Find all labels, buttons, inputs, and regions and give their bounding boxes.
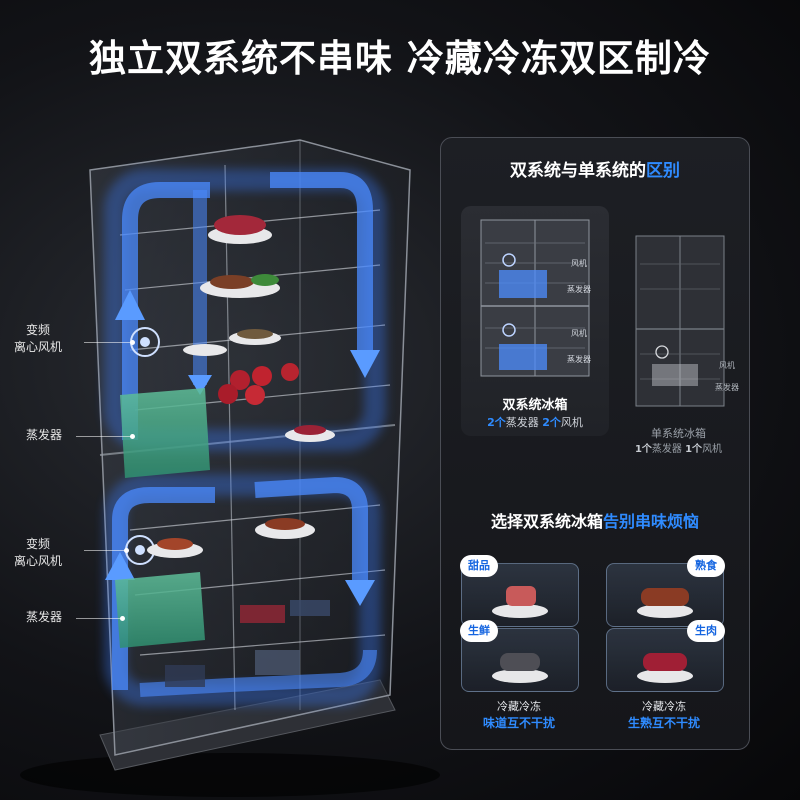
- cooked-plate: [637, 604, 693, 618]
- cooked-food-box: 熟食: [606, 555, 725, 627]
- dessert-tag: 甜品: [460, 555, 498, 577]
- single-system-name: 单系统冰箱: [651, 427, 706, 440]
- benefit-title-plain: 选择双系统冰箱: [490, 512, 603, 531]
- dual-spec-item1: 蒸发器: [505, 416, 539, 429]
- dual-system-name: 双系统冰箱: [502, 398, 568, 413]
- callout-upper-fan-line2: 离心风机: [14, 340, 63, 354]
- floor-shadow: [20, 753, 440, 797]
- evaporator-lower: [115, 572, 205, 648]
- dual-spec-item2: 风机: [560, 416, 583, 429]
- callout-lower-fan: 变频 离心风机: [14, 536, 62, 570]
- single-system-fridge-icon: [635, 235, 725, 407]
- dual-system-fridge-icon: [480, 219, 590, 377]
- callout-lower-evap-dot: [120, 616, 125, 621]
- dual-system-card: 风机 蒸发器 风机 蒸发器 双系统冰箱 2个蒸发器 2个风机: [461, 206, 609, 436]
- callout-lower-fan-pointer: [84, 550, 126, 551]
- seafood-box: 生鲜: [460, 620, 579, 692]
- seafood-plate: [492, 669, 548, 683]
- dessert-box: 甜品: [460, 555, 579, 627]
- dual-spec-count2: 2个: [542, 416, 561, 429]
- dual-spec-count1: 2个: [487, 416, 506, 429]
- single-fan-label: 风机: [719, 361, 735, 370]
- dual-fan-label-top: 风机: [571, 259, 587, 268]
- headline: 独立双系统不串味 冷藏冷冻双区制冷: [89, 37, 711, 80]
- raw-meat-plate: [637, 669, 693, 683]
- callout-upper-evap-dot: [130, 434, 135, 439]
- raw-meat-box: 生肉: [606, 620, 725, 692]
- callout-lower-fan-line2: 离心风机: [14, 554, 63, 568]
- benefit-title-highlight: 告别串味烦恼: [603, 512, 700, 531]
- evaporator-upper: [120, 388, 210, 478]
- left-caption-bottom: 味道互不干扰: [482, 716, 555, 730]
- callout-lower-evaporator: 蒸发器: [26, 610, 63, 624]
- fridge-illustration: 变频 离心风机 蒸发器 变频 离心风机 蒸发器: [0, 110, 440, 800]
- single-spec-item1: 蒸发器: [651, 444, 682, 455]
- callout-lower-fan-line1: 变频: [26, 537, 51, 551]
- dual-evap-label-top: 蒸发器: [567, 285, 591, 294]
- callout-upper-fan-pointer: [84, 342, 132, 343]
- callout-lower-evap-pointer: [76, 618, 122, 619]
- callout-upper-fan-line1: 变频: [26, 323, 51, 337]
- comparison-panel: 双系统与单系统的区别 风机 蒸发器 风机 蒸发器 双系统冰箱 2个蒸发器 2个风…: [440, 137, 750, 750]
- single-evap-label: 蒸发器: [715, 383, 739, 392]
- dual-fan-label-bottom: 风机: [571, 329, 587, 338]
- fridge-food-items: [147, 215, 335, 687]
- right-caption-bottom: 生熟互不干扰: [627, 716, 700, 730]
- comparison-title-highlight: 区别: [646, 161, 680, 181]
- callout-upper-fan: 变频 离心风机: [14, 322, 62, 356]
- callout-upper-evap-pointer: [76, 436, 132, 437]
- single-system-spec: 1个蒸发器 1个风机: [611, 440, 746, 455]
- fridge-diagram: [20, 139, 440, 797]
- dual-system-spec: 2个蒸发器 2个风机: [461, 414, 609, 430]
- seafood-tag: 生鲜: [460, 620, 498, 642]
- left-caption-top: 冷藏冷冻: [497, 700, 541, 713]
- dessert-plate: [492, 604, 548, 618]
- airflow-arrow-up-upper: [115, 290, 145, 320]
- comparison-title-plain: 双系统与单系统的: [510, 161, 646, 181]
- single-spec-item2: 风机: [702, 444, 723, 455]
- airflow-arrow-down-lower: [345, 580, 375, 606]
- cooked-tag: 熟食: [687, 555, 725, 577]
- right-caption-top: 冷藏冷冻: [642, 700, 686, 713]
- single-spec-count1: 1个: [634, 444, 652, 455]
- airflow-upper: [104, 169, 386, 451]
- callout-upper-evaporator: 蒸发器: [26, 428, 63, 442]
- airflow-arrow-up-lower: [105, 552, 135, 580]
- airflow-lower: [104, 474, 381, 706]
- comparison-title: 双系统与单系统的区别: [441, 156, 749, 181]
- raw-meat-icon: [643, 653, 687, 671]
- seafood-icon: [500, 653, 540, 671]
- raw-meat-tag: 生肉: [687, 620, 725, 642]
- airflow-arrow-down-upper: [350, 350, 380, 378]
- cooked-meat-icon: [641, 588, 689, 606]
- callout-lower-fan-dot: [124, 548, 129, 553]
- benefit-title: 选择双系统冰箱告别串味烦恼: [441, 508, 749, 532]
- dual-evap-label-bottom: 蒸发器: [567, 355, 591, 364]
- callout-upper-fan-dot: [130, 340, 135, 345]
- cake-icon: [506, 586, 536, 606]
- single-spec-count2: 1个: [685, 444, 703, 455]
